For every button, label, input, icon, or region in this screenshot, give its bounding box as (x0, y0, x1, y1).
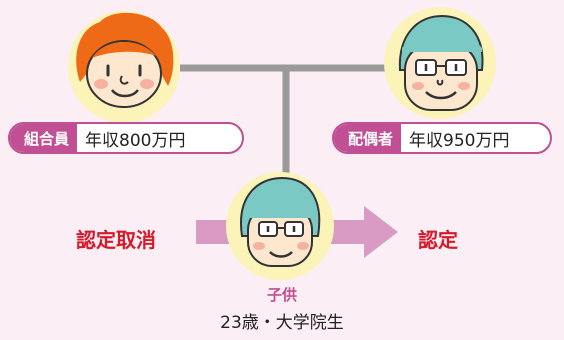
spouse-role-label: 配偶者 (334, 124, 402, 152)
spouse-income-value: 年収950万円 (409, 130, 510, 151)
child-label: 子供 (266, 286, 297, 304)
spouse-income-pill: 配偶者 年収950万円 (332, 122, 552, 154)
child-face-icon (226, 172, 334, 280)
child-description: 23歳・大学院生 (220, 313, 344, 333)
female-member-face-icon (68, 11, 180, 123)
member-income-pill: 組合員 年収800万円 (8, 122, 244, 154)
member-role-label: 組合員 (10, 124, 78, 152)
male-spouse-face-icon (384, 7, 496, 119)
member-income-value: 年収800万円 (85, 130, 186, 151)
status-after-text: 認定 (418, 228, 458, 252)
status-before-text: 認定取消 (76, 228, 156, 252)
family-connector-lines (180, 64, 396, 180)
